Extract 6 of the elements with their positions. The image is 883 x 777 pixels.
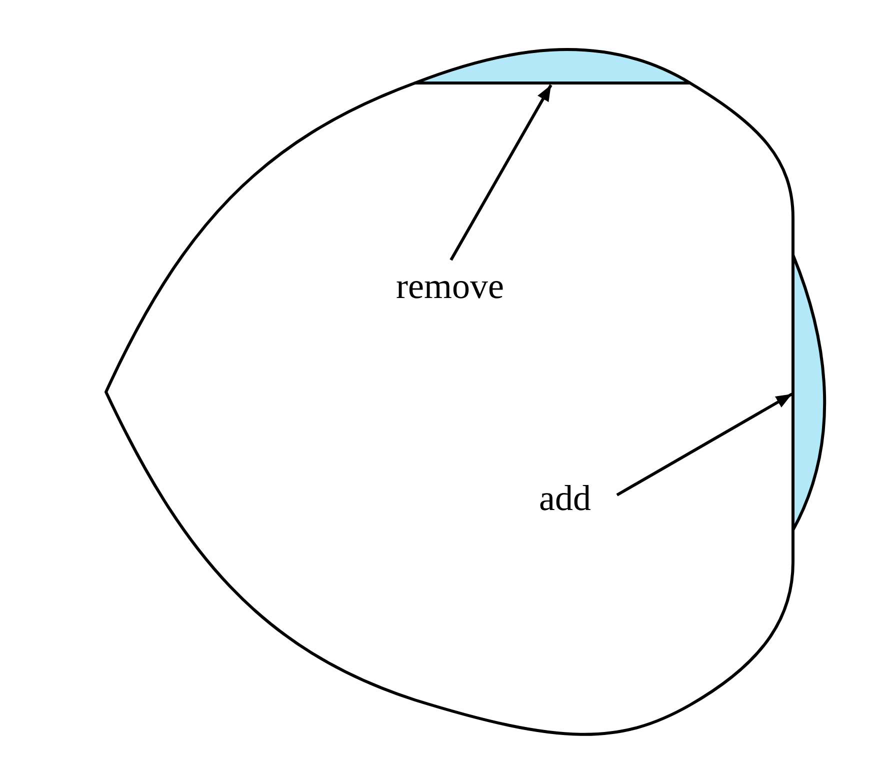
callout-label: add bbox=[539, 478, 591, 518]
shaded-segment bbox=[792, 254, 826, 532]
leader-arrow bbox=[616, 392, 793, 496]
leader-arrow bbox=[450, 84, 552, 261]
shaded-segment bbox=[414, 48, 692, 84]
callout-label: remove bbox=[396, 266, 504, 306]
